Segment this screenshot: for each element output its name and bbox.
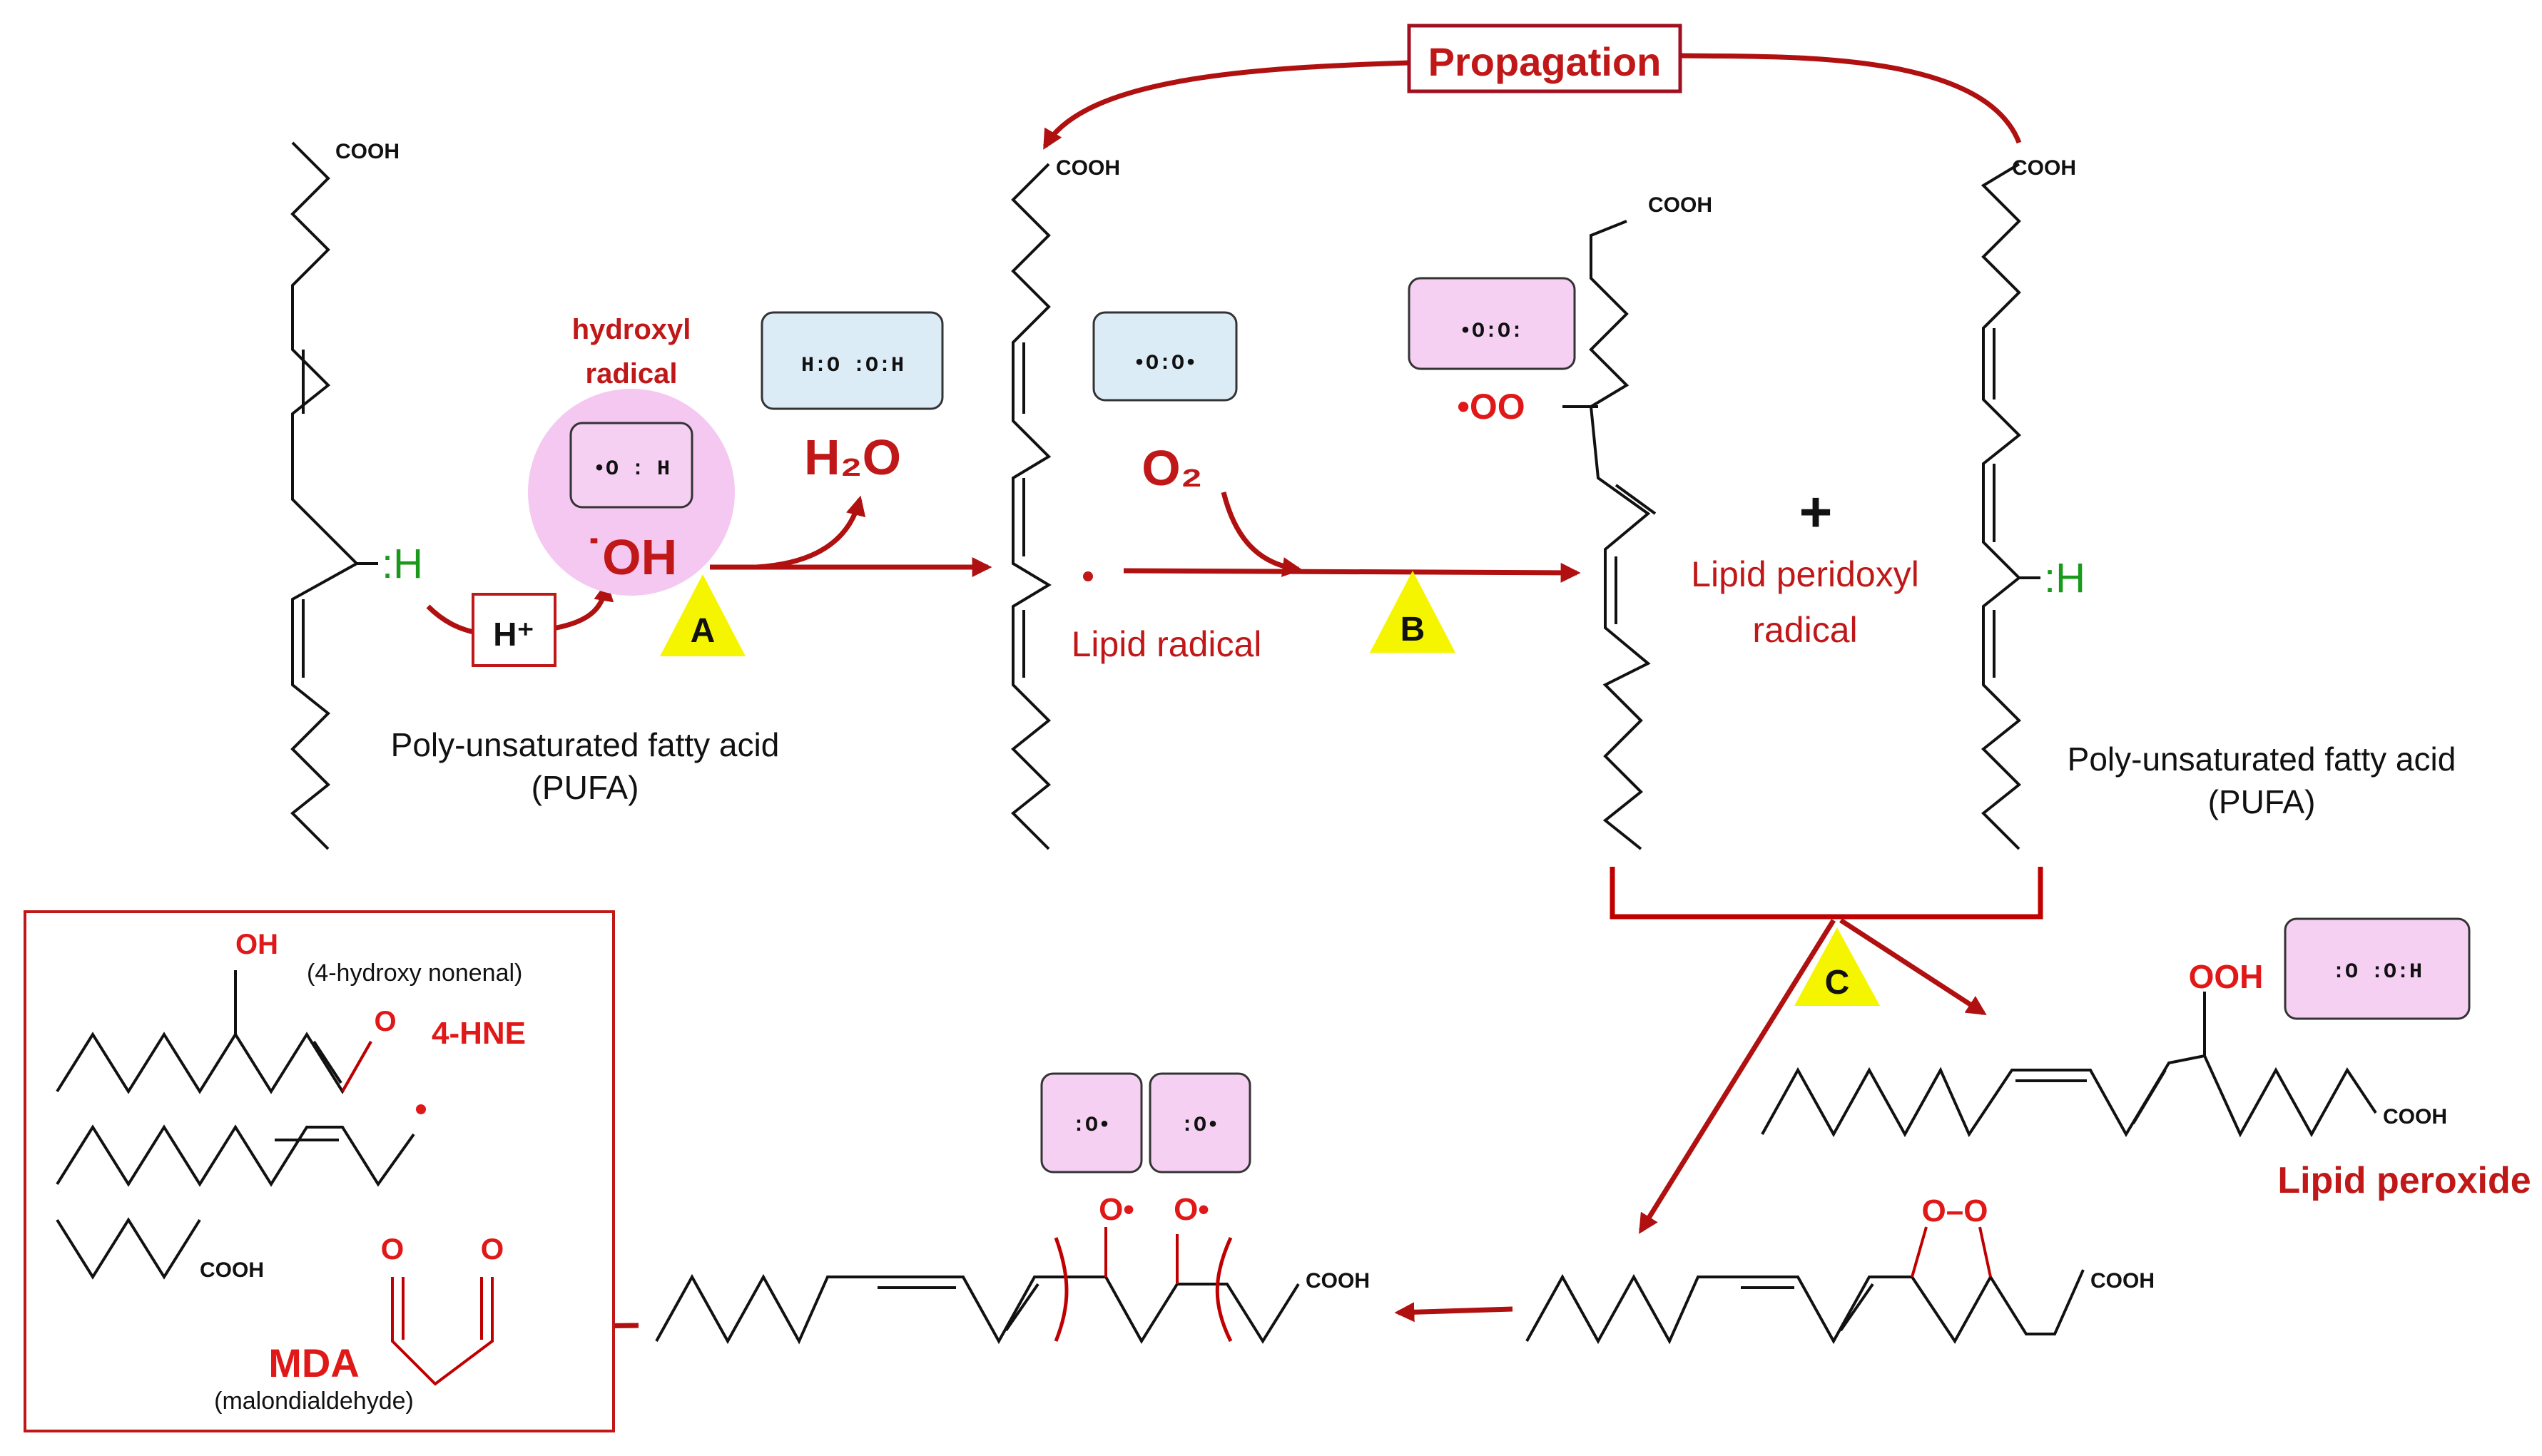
lipid-radical-label: Lipid radical <box>1072 624 1262 664</box>
hydroperoxide-lewis: :O :O:H <box>2332 960 2422 984</box>
oxygen-label: O₂ <box>1142 440 1203 496</box>
lipid-radical-chain: COOH <box>1011 156 1120 850</box>
cooh-label: COOH <box>2383 1105 2447 1129</box>
h-atom-right: :H <box>2044 555 2085 601</box>
pufa-right-abbr: (PUFA) <box>2208 783 2316 820</box>
alkoxy-lewis-box-1 <box>1040 1072 1143 1174</box>
hydroperoxide-lewis-box <box>2284 917 2471 1020</box>
water-lewis: H:O :O:H <box>801 354 904 378</box>
step-b-label: B <box>1400 611 1425 648</box>
hydroxyl-lewis-box <box>569 422 693 509</box>
pufa-left-label: Poly-unsaturated fatty acid <box>391 726 780 763</box>
mda-o-label-1: O <box>381 1232 405 1266</box>
arrow-c-right <box>1839 918 1987 1016</box>
lipid-radical-dot <box>1083 571 1093 581</box>
water-label: H₂O <box>804 429 901 485</box>
arrow-c-left <box>1639 919 1836 1234</box>
pufa-right-chain: COOH <box>1981 156 2076 850</box>
propagation-box <box>1407 24 1682 93</box>
hne-chain <box>56 970 372 1094</box>
alkoxy-lewis-1: :O• <box>1072 1114 1111 1138</box>
nonenal-chain <box>56 1124 415 1187</box>
combine-bracket <box>1610 867 2043 920</box>
propagation-arrow <box>1045 53 2022 146</box>
nonenal-radical-dot <box>416 1104 426 1114</box>
pufa-left-abbr: (PUFA) <box>532 769 639 806</box>
ooh-label: OOH <box>2189 958 2264 995</box>
mda-label: MDA <box>268 1340 360 1385</box>
hne-o-label: O <box>374 1006 396 1037</box>
pufa-right-label: Poly-unsaturated fatty acid <box>2068 740 2456 778</box>
mda-structure <box>391 1277 494 1386</box>
water-lewis-box <box>761 311 944 410</box>
arrow-oxygen <box>1221 492 1303 577</box>
arrow-water <box>756 495 866 570</box>
step-a-label: A <box>691 612 716 650</box>
peroxyl-lewis: •O:O: <box>1459 320 1523 344</box>
plus-sign: + <box>1799 480 1833 544</box>
cooh-label: COOH <box>200 1258 264 1282</box>
step-c-label: C <box>1825 964 1850 1002</box>
h-plus-box <box>472 593 556 667</box>
mda-full-label: (malondialdehyde) <box>214 1388 414 1415</box>
peridoxyl-label-1: Lipid peridoxyl <box>1691 554 1919 594</box>
hexanoic-chain: COOH <box>56 1217 264 1282</box>
hydroxyl-radical-label-1: hydroxyl <box>572 314 691 345</box>
alkoxy-lewis-2: :O• <box>1181 1114 1219 1138</box>
pufa-left-chain: COOH <box>290 140 400 850</box>
lipid-peroxide-label: Lipid peroxide <box>2277 1160 2531 1201</box>
h-atom-left: :H <box>382 541 423 587</box>
alkoxyl-chain: COOH <box>655 1227 1370 1345</box>
propagation-label: Propagation <box>1428 39 1662 84</box>
hne-full-label: (4-hydroxy nonenal) <box>307 959 522 987</box>
cooh-label: COOH <box>1056 156 1120 180</box>
peroxyl-chain: COOH <box>1562 193 1712 850</box>
h-plus-label: H⁺ <box>493 616 534 653</box>
oxygen-lewis: •O:O• <box>1133 352 1197 376</box>
products-box <box>24 910 615 1432</box>
step-a-triangle <box>660 574 746 656</box>
lipid-peroxide-chain: COOH <box>1761 992 2447 1138</box>
arrow-cleavage <box>1394 1302 1513 1323</box>
oxygen-lewis-box <box>1092 311 1238 402</box>
endoperoxide-chain: COOH <box>1525 1226 2155 1345</box>
cooh-label: COOH <box>2090 1269 2155 1293</box>
cooh-label: COOH <box>1648 193 1712 217</box>
o-o-label: O–O <box>1922 1193 1988 1228</box>
cooh-label: COOH <box>335 140 400 163</box>
peroxyl-lewis-box <box>1408 277 1576 370</box>
hydroxyl-lewis: •O : H <box>593 457 670 482</box>
oh-label: OH <box>235 929 278 960</box>
alkoxy-o-label-2: O• <box>1174 1192 1209 1227</box>
alkoxy-o-label-1: O• <box>1099 1192 1134 1227</box>
step-b-triangle <box>1370 571 1455 653</box>
arrow-b <box>1123 562 1581 583</box>
cooh-label: COOH <box>2012 156 2076 180</box>
cooh-label: COOH <box>1306 1269 1370 1293</box>
step-c-triangle <box>1794 927 1880 1006</box>
hydroxyl-radical-label-2: radical <box>586 358 678 390</box>
alkoxy-lewis-box-2 <box>1149 1072 1251 1174</box>
peridoxyl-label-2: radical <box>1752 610 1857 650</box>
hne-label: 4-HNE <box>432 1016 526 1051</box>
oh-radical-label: ˙OH <box>586 529 677 585</box>
oo-radical-label: •OO <box>1457 387 1525 427</box>
mda-o-label-2: O <box>481 1232 504 1266</box>
